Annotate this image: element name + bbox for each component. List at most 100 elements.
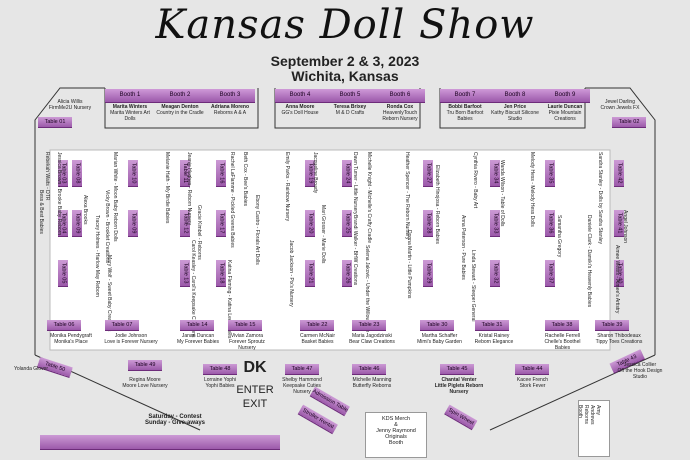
booth-8[interactable]: Booth 8 xyxy=(490,89,540,102)
vendor-chantal: Chantal Venter Little Piglets Reborn Nur… xyxy=(434,377,484,395)
table-45[interactable]: Table 45 xyxy=(440,364,474,374)
table-07[interactable]: Table 07 xyxy=(105,320,139,330)
table-48[interactable]: Table 48 xyxy=(203,364,237,374)
table-29[interactable]: Table 29 xyxy=(423,260,433,286)
table-30[interactable]: Table 30 xyxy=(420,320,454,330)
booth-1[interactable]: Booth 1 xyxy=(105,89,155,102)
table-41[interactable]: Table 41 xyxy=(614,210,624,236)
table-17[interactable]: Table 17 xyxy=(216,210,226,236)
table-04[interactable]: Table 04 xyxy=(58,210,68,236)
table-47[interactable]: Table 47 xyxy=(285,364,319,374)
table-09-b[interactable]: Table 09 xyxy=(128,210,138,236)
vendor-alexa: Alexa Brooks xyxy=(82,195,88,225)
table-09[interactable]: Table 09 xyxy=(72,210,82,236)
table-42[interactable]: Table 42 xyxy=(614,160,624,186)
table-21[interactable]: Table 21 xyxy=(305,260,315,286)
table-49[interactable]: Table 49 xyxy=(128,360,162,370)
table-18[interactable]: Table 18 xyxy=(216,260,226,286)
table-38[interactable]: Table 38 xyxy=(545,320,579,330)
vendor-martha: Martha Schaffer Mimi's Baby Garden xyxy=(417,333,462,345)
vendor-lorraine: Lorraine Yophi Yophi Babies xyxy=(204,377,236,389)
table-05[interactable]: Table 05 xyxy=(58,260,68,286)
vendor-maria: Maria Jagodzinski Bear Claw Creations xyxy=(349,333,395,345)
booth-2[interactable]: Booth 2 xyxy=(155,89,205,102)
booth-7[interactable]: Booth 7 xyxy=(440,89,490,102)
amy-booth[interactable]: Amy Andrews Reborns Booth xyxy=(577,400,610,457)
vendor-gracie: Gracie Kimbel - Reborns xyxy=(196,205,202,260)
table-02[interactable]: Table 02 xyxy=(612,117,646,127)
vendor-monika: Monika Pendygraft Monika's Place xyxy=(50,333,92,345)
vendor-janan: Janan Duncan My Forever Babies xyxy=(177,333,219,345)
table-06[interactable]: Table 06 xyxy=(47,320,81,330)
table-37[interactable]: Table 37 xyxy=(545,260,555,286)
vendor-wanda: Wanda Wilson - Table of Dolls xyxy=(499,160,505,227)
vendor-mari: Mari Grosser - Marie Dolls xyxy=(320,205,326,264)
table-34[interactable]: Table 34 xyxy=(490,160,500,186)
table-20[interactable]: Table 20 xyxy=(305,210,315,236)
vendor-melanie: Melanie Hath - My Birdie Babies xyxy=(164,152,170,224)
table-26[interactable]: Table 26 xyxy=(342,260,352,286)
contest-tables[interactable] xyxy=(40,435,280,449)
vendor-michelle-k: Michelle Knight - Michelle's Crafty Crad… xyxy=(366,152,372,243)
kds-booth[interactable]: KDS Merch & Jenny Raymond Originals Boot… xyxy=(365,412,427,458)
vendor-elizabeth: Elizabeth Hinojosa - Reborn Babies xyxy=(434,165,440,244)
vendor-kristal: Kristal Rainey Reborn Elegance xyxy=(474,333,514,345)
table-19[interactable]: Table 19 xyxy=(305,160,315,186)
table-36[interactable]: Table 36 xyxy=(545,210,555,236)
table-31[interactable]: Table 31 xyxy=(475,320,509,330)
table-46[interactable]: Table 46 xyxy=(352,364,386,374)
booth-3[interactable]: Booth 3 xyxy=(205,89,255,102)
vendor-samantha: Samantha Gregory xyxy=(556,215,562,258)
table-10[interactable]: Table 10 xyxy=(128,160,138,186)
vendor-beth: Beth Cox - Bee's Babies xyxy=(242,152,248,207)
table-40[interactable]: Table 40 xyxy=(614,260,624,286)
vendor-jeanie: Jeanie Hughes - Reborn Nursery xyxy=(186,152,192,226)
table-28[interactable]: Table 28 xyxy=(423,210,433,236)
vendor-kacee: Kacee French Stork Fever xyxy=(516,377,549,389)
table-25[interactable]: Table 25 xyxy=(342,210,352,236)
table-32[interactable]: Table 32 xyxy=(490,260,500,286)
show-title: Kansas Doll Show xyxy=(155,2,535,48)
table-01[interactable]: Table 01 xyxy=(38,117,72,127)
vendor-daniele: Daniele Clark - Damiki's Heavenly Babies xyxy=(586,215,592,308)
table-15[interactable]: Table 15 xyxy=(228,320,262,330)
vendor-heather: Heather Spencer - The Reborn Nursery xyxy=(404,152,410,240)
table-33[interactable]: Table 33 xyxy=(490,210,500,236)
booth-6[interactable]: Booth 6 xyxy=(375,89,425,102)
exit-label: EXIT xyxy=(242,398,268,410)
show-location: Wichita, Kansas xyxy=(291,68,399,84)
table-14[interactable]: Table 14 xyxy=(180,320,214,330)
enter-label: ENTER xyxy=(236,384,274,396)
table-12[interactable]: Table 12 xyxy=(180,210,190,236)
table-11[interactable]: Table 11 xyxy=(180,160,190,186)
table-44[interactable]: Table 44 xyxy=(515,364,549,374)
table-13[interactable]: Table 13 xyxy=(180,260,190,286)
table-08[interactable]: Table 08 xyxy=(72,160,82,186)
table-39[interactable]: Table 39 xyxy=(595,320,629,330)
table-24[interactable]: Table 24 xyxy=(342,160,352,186)
table-16[interactable]: Table 16 xyxy=(216,160,226,186)
vendor-bess: Bess & Best Babies xyxy=(38,190,44,234)
table-23[interactable]: Table 23 xyxy=(352,320,386,330)
vendor-jacqueline: Jacqueline Broady xyxy=(312,152,318,194)
table-35[interactable]: Table 35 xyxy=(545,160,555,186)
table-22[interactable]: Table 22 xyxy=(300,320,334,330)
table-27[interactable]: Table 27 xyxy=(423,160,433,186)
vendor-melody: Melody Hess - Melody Hess Dolls xyxy=(529,152,535,227)
booth-5[interactable]: Booth 5 xyxy=(325,89,375,102)
booth-9[interactable]: Booth 9 xyxy=(540,89,590,102)
dk-logo: DK xyxy=(243,359,267,376)
vendor-jodie: Jodie Johnson Love is Forever Nursery xyxy=(104,333,158,345)
vendor-yolanda: Yolanda Glover xyxy=(13,366,48,372)
booth-4[interactable]: Booth 4 xyxy=(275,89,325,102)
table-03[interactable]: Table 03 xyxy=(58,160,68,186)
vendor-rachelle: Rachelle Ferrell Chelle's Boothel Babies xyxy=(544,333,581,351)
vendor-sharon: Sharon Thibodeaux Tippy Toes Creations xyxy=(595,333,643,345)
